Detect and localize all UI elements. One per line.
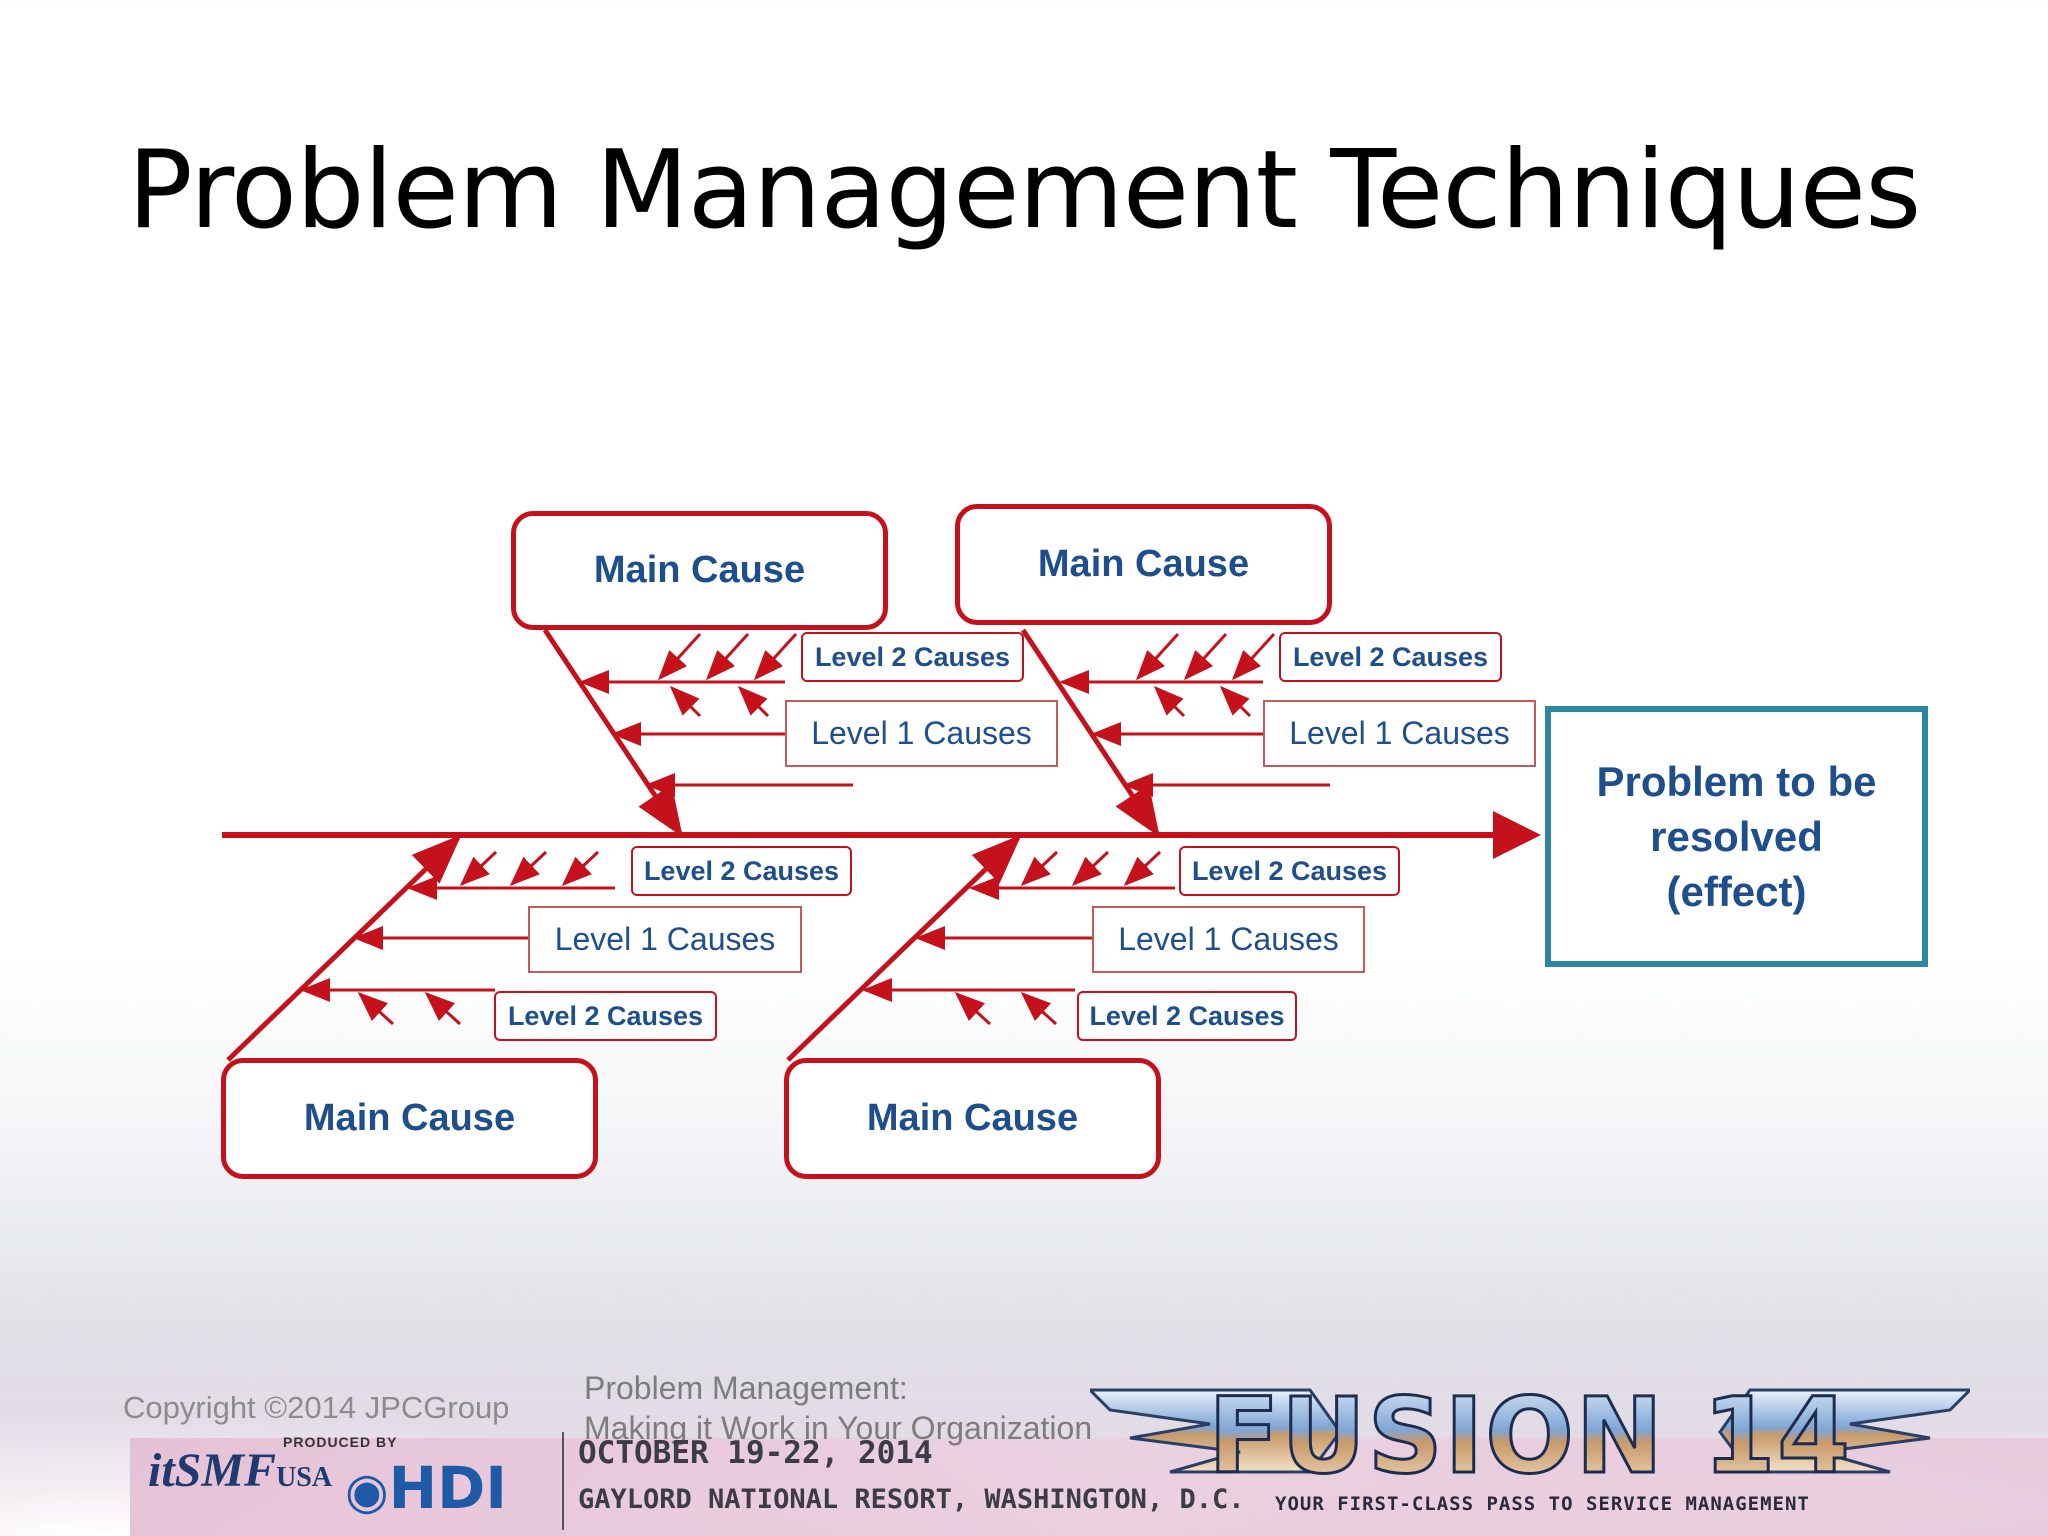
effect-line: (effect) (1666, 868, 1807, 915)
level2-arrow (357, 991, 395, 1026)
bone-top-right (1020, 628, 1160, 838)
itsmf-suffix: USA (276, 1462, 333, 1493)
level2-label: Level 2 Causes (631, 846, 852, 896)
wing-left (1090, 1388, 1342, 1474)
main-cause-top-right: Main Cause (955, 504, 1332, 625)
fusion-logo: FUSION 14 (1090, 1374, 1970, 1492)
level2-arrow (737, 685, 770, 718)
presentation-title-line2: Making it Work in Your Organization (584, 1410, 1093, 1446)
slide-title: Problem Management Techniques (127, 128, 1922, 253)
level2-arrow (561, 850, 600, 887)
wing-right (1718, 1388, 1970, 1474)
event-venue: GAYLORD NATIONAL RESORT, WASHINGTON, D.C… (578, 1484, 1245, 1515)
level2-arrow (705, 632, 750, 681)
level1-label: Level 1 Causes (785, 700, 1058, 767)
main-cause-top-left: Main Cause (511, 511, 888, 630)
level2-arrow (954, 991, 992, 1026)
level2-arrow (1219, 685, 1252, 718)
level2-arrow (1183, 632, 1228, 681)
itsmf-logo: itSMFUSA (148, 1443, 332, 1498)
level2-arrow (1231, 632, 1276, 681)
main-cause-label: Main Cause (1037, 543, 1250, 585)
logo-text: FUSION 14 (1208, 1375, 1851, 1492)
level2-arrow (657, 632, 702, 681)
hdi-text: HDI (388, 1454, 507, 1522)
event-banner (130, 1438, 2048, 1536)
level2-label: Level 2 Causes (801, 632, 1024, 682)
level2-label: Level 2 Causes (1279, 632, 1502, 682)
bone-bottom-right (786, 834, 1022, 1062)
copyright: Copyright ©2014 JPCGroup (123, 1390, 510, 1425)
level2-arrow (424, 991, 462, 1026)
level2-arrow (459, 850, 498, 887)
bone-top-left (542, 628, 683, 838)
level2-arrow (509, 850, 548, 887)
level2-arrow (1020, 850, 1059, 887)
tagline: YOUR FIRST-CLASS PASS TO SERVICE MANAGEM… (1275, 1493, 1810, 1515)
itsmf-text: itSMF (148, 1444, 277, 1497)
level2-label: Level 2 Causes (494, 991, 717, 1041)
level1-label: Level 1 Causes (1263, 700, 1536, 767)
level2-arrow (1135, 632, 1180, 681)
bone-bottom-left (226, 834, 462, 1062)
produced-by-label: PRODUCED BY (283, 1434, 398, 1450)
event-dates: OCTOBER 19-22, 2014 (578, 1435, 933, 1471)
level1-label: Level 1 Causes (1092, 906, 1365, 973)
effect-line: Problem to be (1596, 758, 1877, 805)
hdi-logo: ◉HDI (345, 1454, 507, 1522)
globe-icon: ◉ (345, 1462, 389, 1520)
level2-arrow (1020, 991, 1058, 1026)
main-cause-label: Main Cause (303, 1097, 516, 1139)
level2-label: Level 2 Causes (1179, 846, 1400, 896)
level2-arrow (1071, 850, 1110, 887)
main-cause-bottom-right: Main Cause (784, 1058, 1161, 1179)
level2-arrow (1153, 685, 1186, 718)
level2-arrow (753, 632, 798, 681)
effect-box: Problem to be resolved (effect) (1545, 706, 1928, 967)
effect-line: resolved (1650, 813, 1823, 860)
main-cause-label: Main Cause (593, 549, 806, 591)
level2-label: Level 2 Causes (1077, 991, 1297, 1041)
level2-arrow (1123, 850, 1162, 887)
presentation-title-line1: Problem Management: (584, 1370, 908, 1406)
level1-label: Level 1 Causes (528, 906, 802, 973)
main-cause-bottom-left: Main Cause (221, 1058, 598, 1179)
level2-arrow (669, 685, 702, 718)
main-cause-label: Main Cause (866, 1097, 1079, 1139)
banner-divider (562, 1432, 564, 1530)
